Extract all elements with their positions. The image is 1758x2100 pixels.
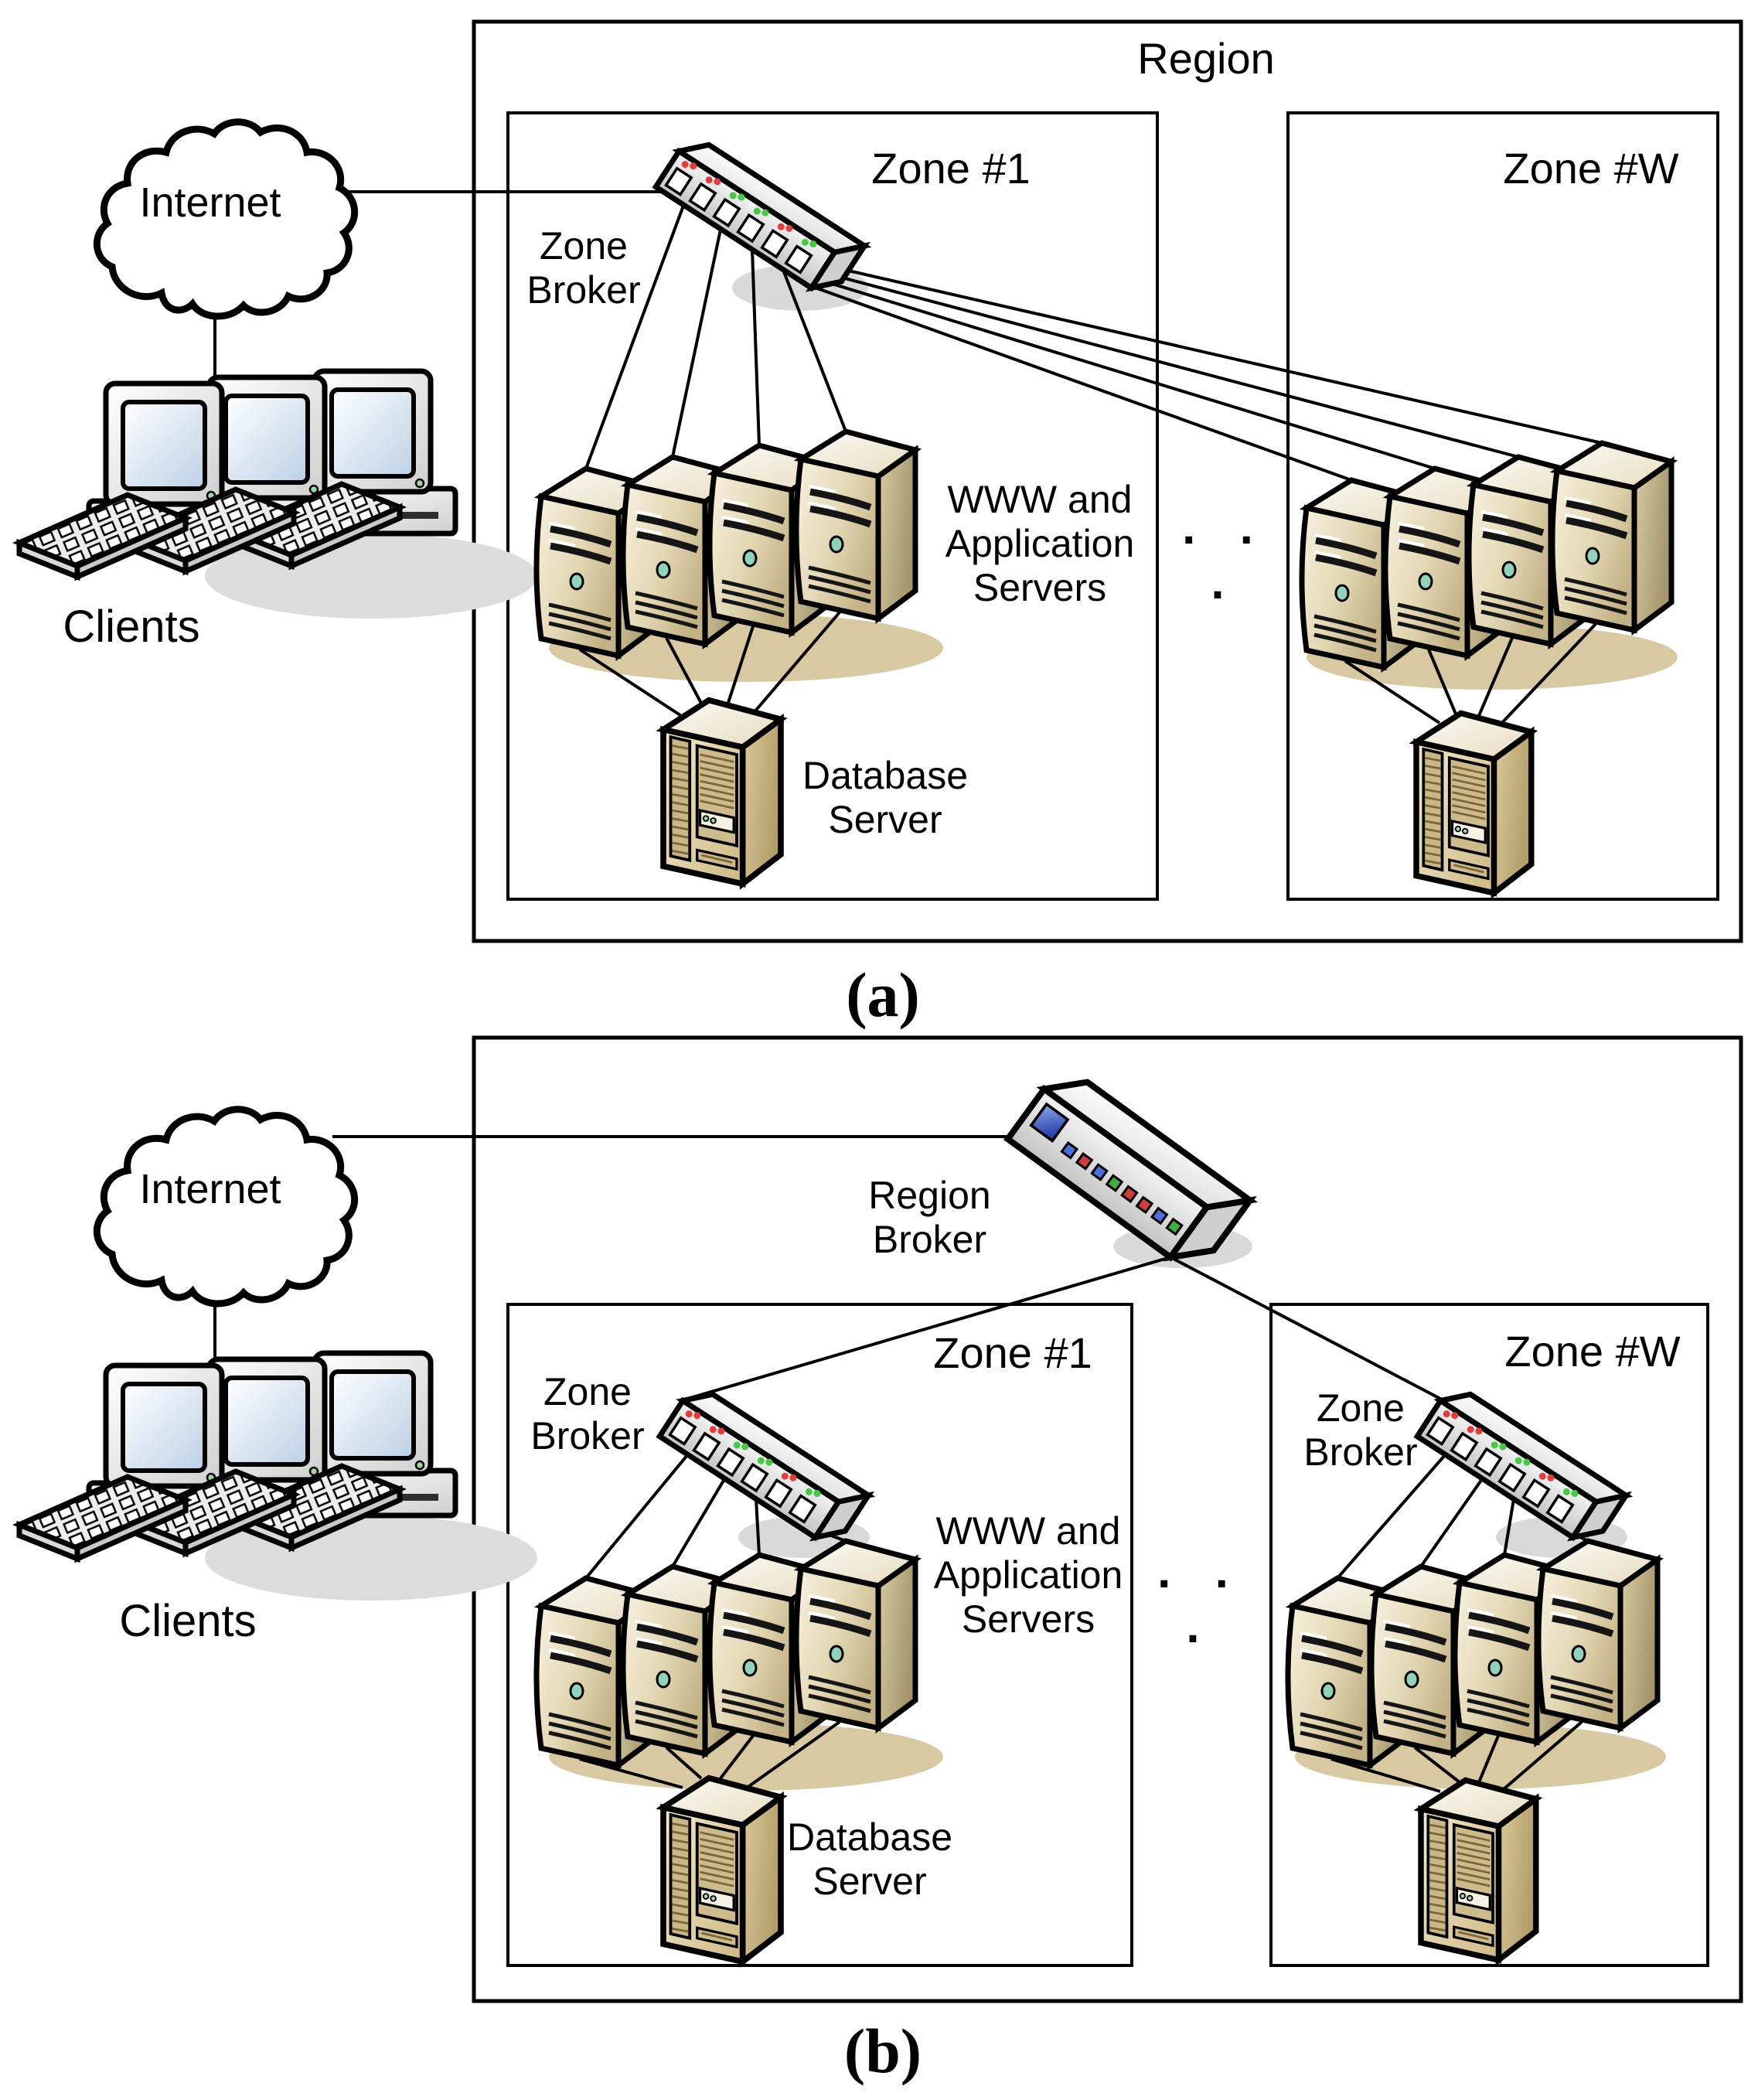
- database-server-icon-a-zoneW: [1416, 713, 1531, 893]
- database-server-icon-b-zone1: [663, 1778, 781, 1962]
- keyboard-icon: [19, 1477, 186, 1559]
- clients-label-a: Clients: [63, 602, 200, 652]
- www-servers-label-b: WWW and Application Servers: [933, 1509, 1123, 1641]
- region-broker-label: Region Broker: [868, 1174, 991, 1261]
- zone1-title-a: Zone #1: [871, 144, 1031, 193]
- internet-label-b: Internet: [139, 1166, 281, 1212]
- keyboard-icon: [19, 495, 186, 577]
- caption-a: (a): [846, 960, 920, 1030]
- zoneW-title-a: Zone #W: [1503, 144, 1679, 193]
- caption-b: (b): [843, 2016, 922, 2086]
- app-server-icon: [796, 1541, 915, 1728]
- zone-broker-label-b-zoneW: Zone Broker: [1303, 1386, 1418, 1474]
- connection-lines-a: [213, 190, 1603, 728]
- database-server-icon-a-zone1: [663, 701, 781, 885]
- database-server-label-a: Database Server: [802, 754, 969, 841]
- clients-label-b: Clients: [119, 1596, 257, 1646]
- zone-broker-label-b-zone1: Zone Broker: [530, 1370, 645, 1457]
- diagram-b: [19, 1035, 1743, 2003]
- www-servers-label-a: WWW and Application Servers: [945, 478, 1135, 609]
- app-server-icon: [1538, 1541, 1657, 1728]
- zone1-title-b: Zone #1: [933, 1328, 1092, 1377]
- database-server-label-b: Database Server: [786, 1815, 953, 1903]
- app-server-icon: [796, 431, 915, 619]
- diagram-a: [19, 19, 1743, 943]
- zone-broker-label-a: Zone Broker: [526, 224, 641, 312]
- region-title-a: Region: [1137, 34, 1275, 83]
- ellipsis-a: . . .: [1182, 501, 1269, 609]
- connection-lines-b: [213, 1135, 1589, 1795]
- ellipsis-b: . . .: [1157, 1545, 1244, 1653]
- app-server-icon: [1552, 443, 1671, 630]
- internet-label-a: Internet: [139, 179, 281, 226]
- database-server-icon-b-zoneW: [1421, 1780, 1536, 1960]
- zoneW-title-b: Zone #W: [1504, 1327, 1681, 1376]
